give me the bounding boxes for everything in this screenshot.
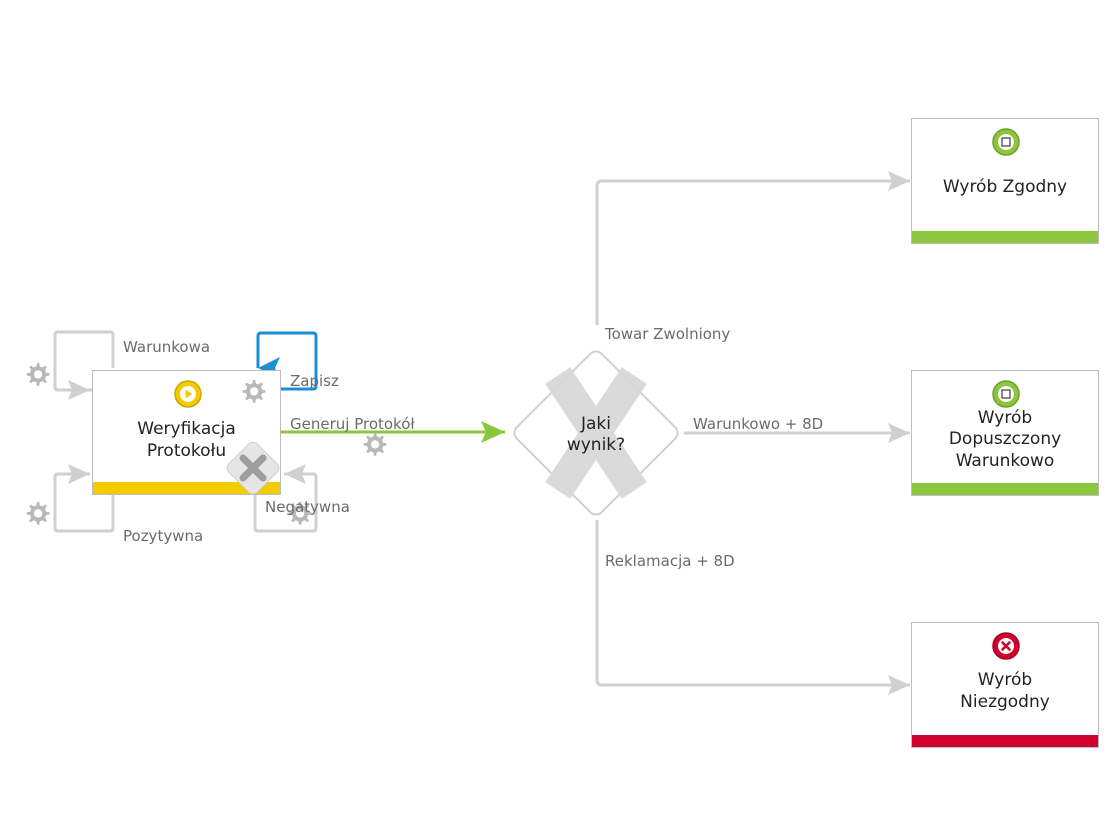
end-node-title-line1: Wyrób xyxy=(977,670,1033,690)
gear-icon-zapisz[interactable] xyxy=(241,379,267,405)
transition-label-pozytywna: Pozytywna xyxy=(123,527,204,545)
delete-icon[interactable] xyxy=(222,437,284,499)
end-node-wyrob-niezgodny[interactable]: Wyrób Niezgodny xyxy=(911,622,1099,748)
step-weryfikacja-protokolu[interactable]: Weryfikacja Protokołu xyxy=(92,370,281,495)
end-node-title-line2: Dopuszczony xyxy=(948,429,1062,449)
gear-icon-pozytywna[interactable] xyxy=(26,502,50,525)
gear-icon-generuj[interactable] xyxy=(363,433,387,456)
connector-towar-zwolniony[interactable] xyxy=(595,171,910,325)
transition-label-warunkowa: Warunkowa xyxy=(123,338,211,356)
stop-icon xyxy=(992,128,1020,156)
end-node-title-line2: Niezgodny xyxy=(960,692,1050,712)
gateway-title-line2: wynik? xyxy=(566,435,626,455)
connector-warunkowa[interactable] xyxy=(53,330,115,392)
step-title-line1: Weryfikacja xyxy=(137,419,236,439)
gateway-decision[interactable] xyxy=(511,348,681,518)
transition-label-generuj: Generuj Protokół xyxy=(290,415,415,433)
status-bar-error xyxy=(912,735,1098,747)
stop-icon xyxy=(992,380,1020,408)
x-gateway-icon xyxy=(545,367,647,499)
end-node-title-line3: Warunkowo xyxy=(955,451,1055,471)
transition-label-reklamacja-8d: Reklamacja + 8D xyxy=(605,552,735,570)
connector-negatywna[interactable] xyxy=(253,472,318,533)
status-bar-success xyxy=(912,483,1098,495)
transition-label-negatywna: Negatywna xyxy=(265,498,350,516)
error-icon xyxy=(992,632,1020,660)
end-node-wyrob-dopuszczony[interactable]: Wyrób Dopuszczony Warunkowo xyxy=(911,370,1099,496)
connector-reklamacja-8d[interactable] xyxy=(595,520,910,695)
connector-pozytywna[interactable] xyxy=(53,472,115,533)
gateway-title-line1: Jaki xyxy=(581,414,611,434)
end-node-title-line1: Wyrób xyxy=(977,408,1033,428)
status-bar-warning xyxy=(93,482,280,494)
status-bar-success xyxy=(912,231,1098,243)
transition-label-zapisz: Zapisz xyxy=(290,372,339,390)
gear-icon-warunkowa[interactable] xyxy=(26,363,50,386)
end-node-title: Wyrób Zgodny xyxy=(942,177,1068,197)
transition-label-warunkowo-8d: Warunkowo + 8D xyxy=(693,415,824,433)
transition-label-towar-zwolniony: Towar Zwolniony xyxy=(605,325,731,343)
end-node-wyrob-zgodny[interactable]: Wyrób Zgodny xyxy=(911,118,1099,244)
connector-zapisz[interactable] xyxy=(256,331,318,391)
play-icon xyxy=(174,380,202,408)
step-title-line2: Protokołu xyxy=(146,441,227,461)
